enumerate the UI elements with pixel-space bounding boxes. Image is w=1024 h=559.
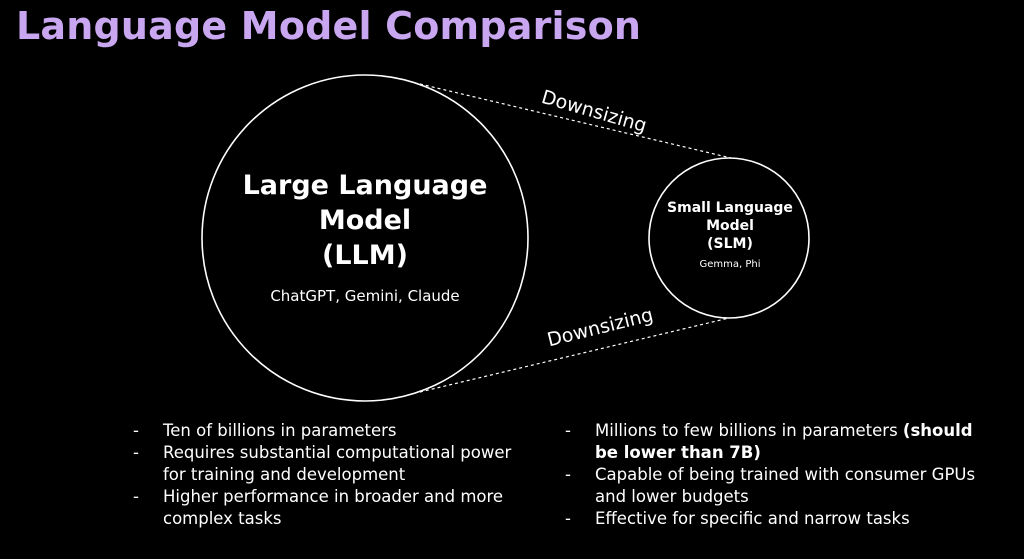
- llm-circle: [201, 74, 529, 402]
- llm-label: Large Language Model (LLM) ChatGPT, Gemi…: [225, 168, 505, 305]
- slm-name: Small Language Model (SLM): [650, 199, 810, 253]
- slm-bullet-list: Millions to few billions in parameters (…: [565, 420, 995, 530]
- slm-name-line: Small Language: [667, 200, 793, 216]
- slm-bullet-text: Millions to few billions in parameters: [595, 421, 898, 440]
- llm-bullet-list: Ten of billions in parameters Requires s…: [133, 420, 533, 530]
- downsizing-top-line: [419, 83, 732, 159]
- llm-name-line: Large Language: [242, 170, 488, 201]
- slm-bullet: Capable of being trained with consumer G…: [565, 464, 995, 508]
- slm-bullet-text: Capable of being trained with consumer G…: [595, 465, 976, 506]
- slm-examples: Gemma, Phi: [699, 259, 761, 270]
- slm-bullet: Millions to few billions in parameters (…: [565, 420, 995, 464]
- slm-bullet: Effective for specific and narrow tasks: [565, 508, 995, 530]
- slm-name-line: (SLM): [707, 236, 753, 252]
- llm-name: Large Language Model (LLM): [225, 168, 505, 273]
- llm-bullet: Ten of billions in parameters: [133, 420, 533, 442]
- slm-label: Small Language Model (SLM) Gemma, Phi: [650, 199, 810, 270]
- llm-examples: ChatGPT, Gemini, Claude: [270, 287, 460, 305]
- slm-bullet-emphasis: (should be lower than 7B): [595, 421, 973, 462]
- llm-name-line: Model: [318, 205, 412, 236]
- downsizing-bottom-line: [419, 317, 730, 393]
- slm-circle: [648, 157, 810, 319]
- llm-bullet: Requires substantial computational power…: [133, 442, 533, 486]
- llm-bullet: Higher performance in broader and more c…: [133, 486, 533, 530]
- slm-bullet-text: Effective for specific and narrow tasks: [595, 509, 910, 528]
- page-title: Language Model Comparison: [16, 4, 642, 48]
- slm-name-line: Model: [706, 218, 754, 234]
- llm-name-line: (LLM): [322, 240, 408, 271]
